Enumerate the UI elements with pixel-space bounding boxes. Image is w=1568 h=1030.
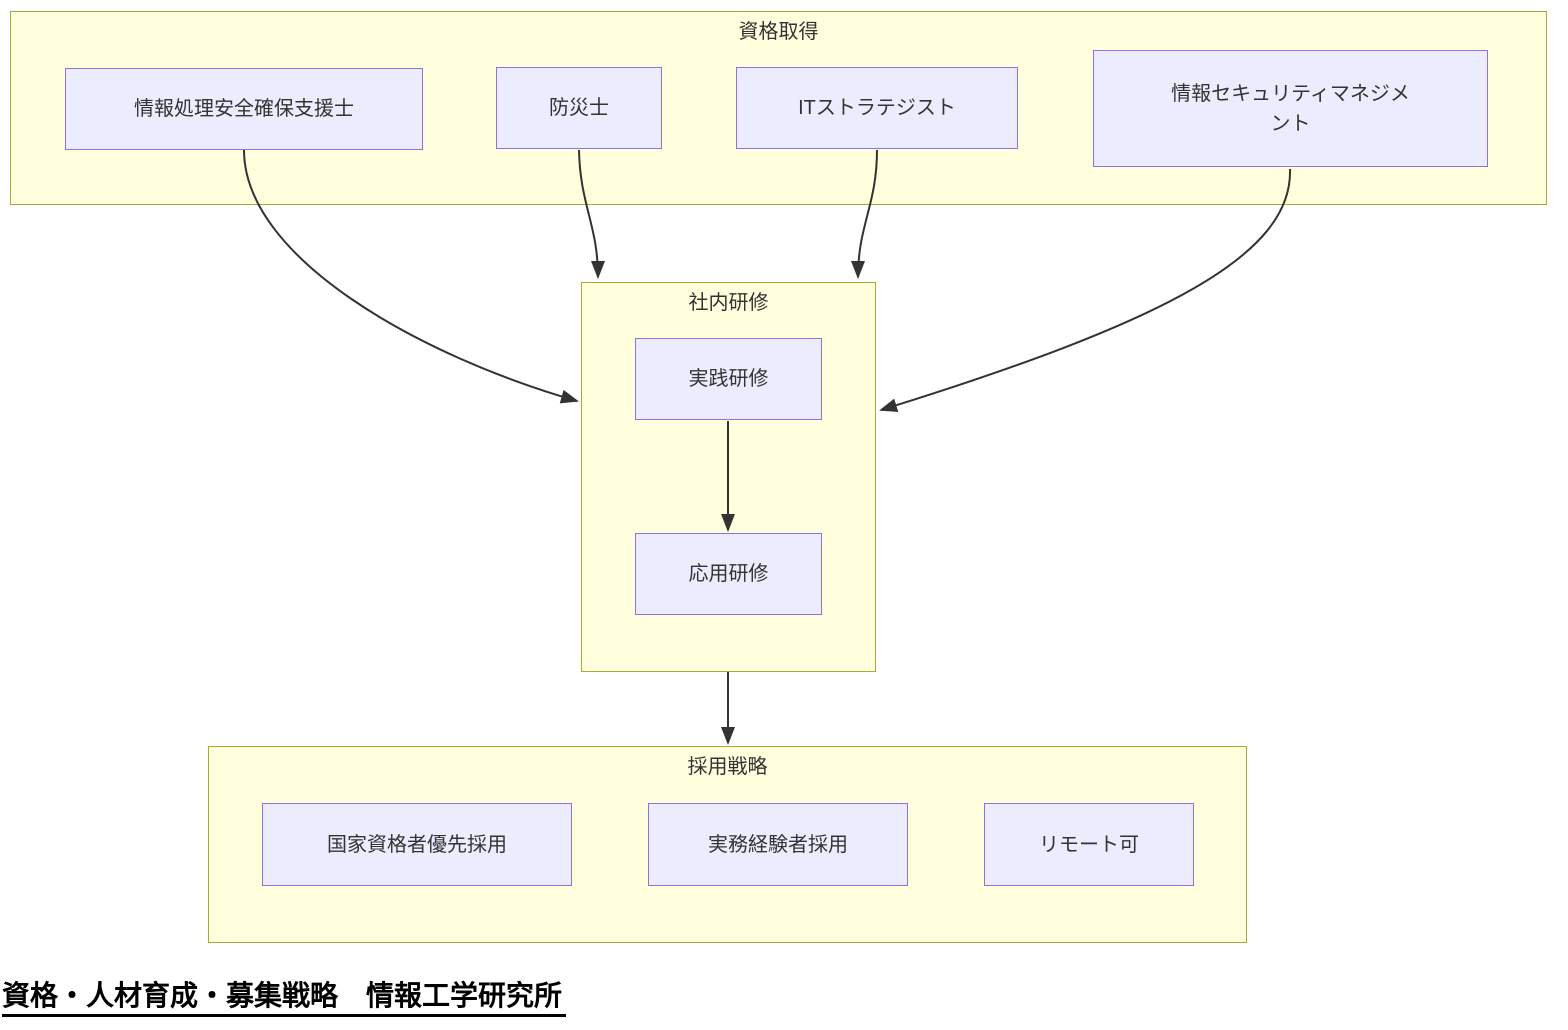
cluster-training-label: 社内研修: [688, 292, 769, 314]
edge-secmgmt-to-training: [879, 168, 1292, 412]
node-remote-ok: リモート可: [984, 803, 1194, 886]
node-disaster-prevention-officer: 防災士: [496, 67, 662, 149]
diagram-title: 資格・人材育成・募集戦略 情報工学研究所: [2, 979, 567, 1017]
node-security-management: 情報セキュリティマネジメ ント: [1093, 50, 1488, 167]
node-it-strategist: ITストラテジスト: [736, 67, 1018, 149]
node-national-license-priority-hiring: 国家資格者優先採用: [262, 803, 572, 886]
node-security-support-specialist: 情報処理安全確保支援士: [65, 68, 423, 150]
cluster-recruitment-label: 採用戦略: [687, 756, 768, 778]
node-experienced-hiring: 実務経験者採用: [648, 803, 908, 886]
cluster-qualification-label: 資格取得: [738, 21, 819, 43]
node-applied-training: 応用研修: [635, 533, 822, 615]
node-practical-training: 実践研修: [635, 338, 822, 420]
